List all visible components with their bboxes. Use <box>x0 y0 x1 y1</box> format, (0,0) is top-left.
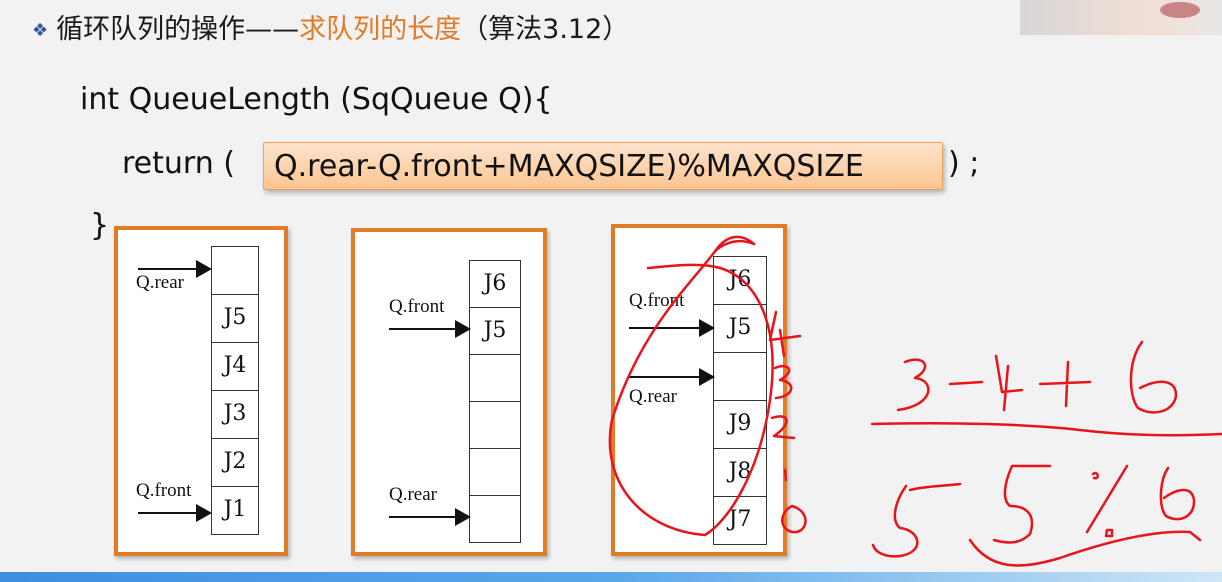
rear-pointer-arrow-icon <box>138 260 212 278</box>
presenter-webcam-overlay <box>1020 0 1222 35</box>
queue-diagram-2: J6 J5 Q.front Q.rear <box>351 228 547 556</box>
queue-cell <box>211 246 259 295</box>
ink-percent-slash <box>1085 464 1129 538</box>
front-pointer-arrow-icon <box>629 319 715 337</box>
ink-underline-curve <box>968 530 1202 567</box>
code-closing-brace: } <box>90 208 110 243</box>
front-pointer-label: Q.front <box>629 290 685 311</box>
presenter-face <box>1160 2 1200 18</box>
title-suffix: （算法3.12） <box>461 14 630 45</box>
front-pointer-arrow-icon <box>138 504 212 522</box>
queue-cell: J5 <box>469 307 521 355</box>
queue-diagram-1: J5 J4 J3 J2 J1 Q.rear Q.front <box>114 226 288 556</box>
ink-digit-6 <box>1159 466 1196 521</box>
queue-cell: J7 <box>713 496 767 545</box>
title-highlight: 求队列的长度 <box>299 14 462 45</box>
rear-pointer-arrow-icon <box>389 508 471 526</box>
rear-pointer-label: Q.rear <box>136 272 184 293</box>
queue-cell <box>469 401 521 449</box>
queue-cell: J8 <box>713 448 767 497</box>
ink-formula-result <box>871 464 1052 558</box>
front-pointer-arrow-icon <box>389 320 471 338</box>
queue-cell: J1 <box>211 486 259 535</box>
queue-cell: J5 <box>211 294 259 343</box>
code-function-signature: int QueueLength (SqQueue Q){ <box>80 82 553 117</box>
queue-cell <box>469 495 521 543</box>
slide-title: ❖ 循环队列的操作——求队列的长度（算法3.12） <box>32 10 629 51</box>
ink-fraction-line <box>870 422 1222 437</box>
front-pointer-label: Q.front <box>389 296 445 317</box>
rear-pointer-arrow-icon <box>629 368 715 386</box>
answer-highlight-box: Q.rear-Q.front+MAXQSIZE)%MAXQSIZE <box>263 142 943 190</box>
queue-cell <box>469 354 521 402</box>
bottom-taskbar <box>0 572 1222 582</box>
diamond-bullet-icon: ❖ <box>32 19 49 41</box>
title-prefix: 循环队列的操作—— <box>56 14 300 45</box>
front-pointer-label: Q.front <box>136 480 192 501</box>
queue-cell: J3 <box>211 390 259 439</box>
queue-cell <box>713 352 767 401</box>
queue-cell: J6 <box>469 260 521 308</box>
code-return-suffix: ) ; <box>948 146 980 181</box>
queue-cell: J5 <box>713 304 767 353</box>
queue-cell: J4 <box>211 342 259 391</box>
queue-diagram-3: J6 J5 J9 J8 J7 Q.front Q.rear <box>611 224 787 556</box>
ink-formula-numerator <box>896 340 1178 414</box>
code-return-keyword: return ( <box>122 146 235 181</box>
queue-cell: J9 <box>713 400 767 449</box>
rear-pointer-label: Q.rear <box>629 386 677 407</box>
queue-cell: J6 <box>713 256 767 305</box>
queue-cell <box>469 448 521 496</box>
queue-cell: J2 <box>211 438 259 487</box>
rear-pointer-label: Q.rear <box>389 484 437 505</box>
